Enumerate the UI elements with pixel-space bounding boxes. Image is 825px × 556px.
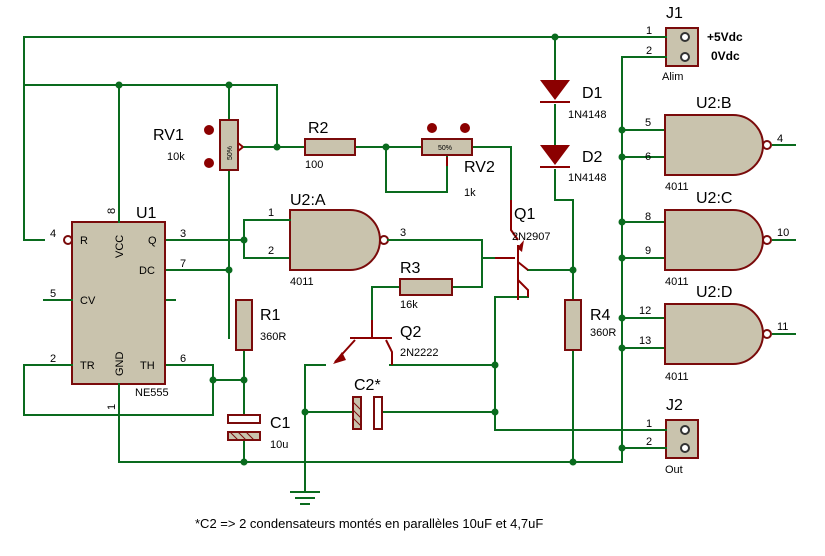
c1-value: 10u: [270, 439, 288, 451]
u2d-pin-out: 11: [777, 321, 788, 333]
u2b-type: 4011: [665, 181, 689, 193]
u2a-ref: U2:A: [290, 192, 326, 209]
q2-value: 2N2222: [400, 347, 439, 359]
j2-label: Out: [665, 464, 683, 476]
ground-symbol: [290, 464, 320, 505]
rv2-potentiometer: RV2 1k 50%: [421, 123, 495, 199]
r3-resistor: R3 16k: [399, 260, 453, 311]
q2-transistor: Q2 2N2222: [333, 320, 439, 365]
rv2-value: 1k: [464, 187, 476, 199]
rv1-potentiometer: RV1 10k 50%: [153, 119, 244, 171]
d2-ref: D2: [582, 149, 603, 166]
u2d-nand-gate: U2:D 4011 12 13 11: [639, 284, 788, 383]
rv1-value: 10k: [167, 151, 185, 163]
u2b-pin-in1: 5: [645, 117, 651, 129]
r3-ref: R3: [400, 260, 421, 277]
junctions: [115, 33, 626, 466]
j1-pin2-name: 0Vdc: [711, 49, 740, 63]
j2-connector: J2 Out 1 2: [646, 397, 699, 476]
rv1-ref: RV1: [153, 127, 184, 144]
u1-num-vcc: 8: [106, 208, 118, 214]
r3-value: 16k: [400, 299, 418, 311]
j1-pin2: 2: [646, 45, 652, 57]
u2a-pin-out: 3: [400, 227, 406, 239]
u1-pin-vcc: VCC: [114, 235, 126, 258]
u2b-pin-out: 4: [777, 133, 783, 145]
footnote: *C2 => 2 condensateurs montés en parallè…: [195, 516, 543, 531]
u2d-ref: U2:D: [696, 284, 732, 301]
c1-ref: C1: [270, 415, 291, 432]
u1-pin-q: Q: [148, 235, 157, 247]
u2c-ref: U2:C: [696, 190, 732, 207]
u1-num-dc: 7: [180, 258, 186, 270]
u2a-type: 4011: [290, 276, 314, 288]
r1-ref: R1: [260, 307, 281, 324]
j2-pin1: 1: [646, 418, 652, 430]
d2-value: 1N4148: [568, 172, 607, 184]
u2c-pin-in2: 9: [645, 245, 651, 257]
d1-value: 1N4148: [568, 109, 607, 121]
q1-transistor: Q1 2N2907: [495, 200, 551, 300]
j1-connector: J1 Alim 1 2 +5Vdc 0Vdc: [646, 5, 743, 83]
u1-type: NE555: [135, 387, 169, 399]
u1-pin-th: TH: [140, 360, 155, 372]
u2b-ref: U2:B: [696, 95, 732, 112]
rv1-setting: 50%: [227, 146, 234, 160]
j1-ref: J1: [666, 5, 683, 22]
u2c-nand-gate: U2:C 4011 8 9 10: [645, 190, 789, 288]
j2-pin2: 2: [646, 436, 652, 448]
u1-pin-cv: CV: [80, 295, 96, 307]
j1-pin1: 1: [646, 25, 652, 37]
r4-value: 360R: [590, 327, 616, 339]
u1-pin-dc: DC: [139, 265, 155, 277]
j1-label: Alim: [662, 71, 683, 83]
u2d-pin-in1: 12: [639, 305, 651, 317]
d1-diode: D1 1N4148: [540, 80, 607, 121]
u2d-pin-in2: 13: [639, 335, 651, 347]
q1-ref: Q1: [514, 206, 535, 223]
c2-ref: C2*: [354, 377, 381, 394]
r2-resistor: R2 100: [304, 120, 356, 171]
u2a-pin-in2: 2: [268, 245, 274, 257]
q2-ref: Q2: [400, 324, 421, 341]
r2-value: 100: [305, 159, 323, 171]
u1-pin-tr: TR: [80, 360, 95, 372]
u1-pin-r: R: [80, 235, 88, 247]
u1-num-r: 4: [50, 228, 56, 240]
u1-pin-gnd: GND: [114, 352, 126, 377]
u2b-nand-gate: U2:B 4011 5 6 4: [645, 95, 783, 193]
c1-capacitor: C1 10u: [227, 414, 291, 451]
u2d-type: 4011: [665, 371, 689, 383]
u1-num-tr: 2: [50, 353, 56, 365]
u1-ref: U1: [136, 205, 157, 222]
u1-num-q: 3: [180, 228, 186, 240]
u1-ne555: U1 NE555 R Q DC CV TR TH VCC GND 4 3 7 5…: [43, 204, 186, 410]
u1-num-cv: 5: [50, 288, 56, 300]
u1-num-gnd: 1: [106, 404, 118, 410]
c2-capacitor: C2*: [352, 377, 383, 430]
j1-pin1-name: +5Vdc: [707, 30, 743, 44]
q1-value: 2N2907: [512, 231, 551, 243]
u2a-pin-in1: 1: [268, 207, 274, 219]
u2c-type: 4011: [665, 276, 689, 288]
rv2-setting: 50%: [438, 145, 452, 152]
u2a-nand-gate: U2:A 4011 1 2 3: [243, 192, 409, 288]
j2-ref: J2: [666, 397, 683, 414]
r1-resistor: R1 360R: [235, 299, 286, 351]
u2c-pin-out: 10: [777, 227, 789, 239]
u2b-pin-in2: 6: [645, 151, 651, 163]
r4-resistor: R4 360R: [564, 299, 616, 351]
r2-ref: R2: [308, 120, 329, 137]
d2-diode: D2 1N4148: [540, 145, 607, 184]
d1-ref: D1: [582, 85, 603, 102]
r4-ref: R4: [590, 307, 611, 324]
rv2-ref: RV2: [464, 159, 495, 176]
r1-value: 360R: [260, 331, 286, 343]
u2c-pin-in1: 8: [645, 211, 651, 223]
u1-num-th: 6: [180, 353, 186, 365]
